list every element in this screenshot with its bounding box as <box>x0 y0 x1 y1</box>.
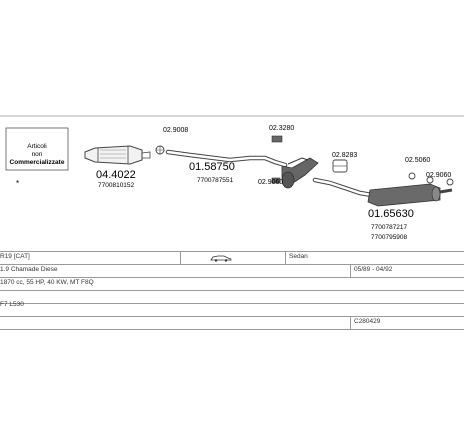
part-code-label: 02.8283 <box>332 152 357 159</box>
part-code-label: 02.9060 <box>426 172 451 179</box>
part-code-label: 02.9060 <box>258 179 283 186</box>
note-line-1: Articoli <box>27 143 47 150</box>
part-ref-label: 7700787551 <box>197 177 234 184</box>
table-rule <box>0 264 464 265</box>
vehicle-dates: 05/89 - 04/92 <box>354 266 393 273</box>
table-divider <box>180 251 181 264</box>
vehicle-engine: 1.9 Chamade Diese <box>0 266 58 273</box>
table-rule <box>0 316 464 317</box>
rear-pipe-part[interactable] <box>312 177 375 198</box>
table-rule <box>0 290 464 291</box>
vehicle-model: R19 [CAT] <box>0 253 30 260</box>
part-code-label: 02.3280 <box>269 125 294 132</box>
clamp-part[interactable] <box>155 145 165 155</box>
catalog-number: C280429 <box>354 318 381 325</box>
middle-pipe-part[interactable] <box>165 149 288 168</box>
part-code-label: 01.58750 <box>189 161 235 173</box>
part-code-label: 02.5060 <box>405 157 430 164</box>
rear-hanger-part[interactable] <box>408 172 454 186</box>
table-divider <box>350 316 351 329</box>
engine-code: F7 L530 <box>0 301 24 308</box>
part-code-label: 02.9008 <box>163 127 188 134</box>
table-rule <box>0 277 464 278</box>
note-line-2: non <box>32 151 43 158</box>
part-ref-label: 7700795908 <box>371 234 408 241</box>
non-commercialized-note: Articoli non Commercializzate * <box>5 127 69 188</box>
note-line-3: Commercializzate <box>10 159 65 166</box>
middle-silencer-part[interactable] <box>281 157 319 189</box>
catalytic-converter-part[interactable] <box>84 145 151 165</box>
vehicle-body: Sedan <box>289 253 308 260</box>
sedan-car-icon <box>210 255 232 262</box>
part-ref-label: 7700787217 <box>371 224 408 231</box>
table-divider <box>285 251 286 264</box>
rear-silencer-part[interactable] <box>367 183 453 207</box>
part-ref-label: 7700810152 <box>98 182 135 189</box>
table-rule <box>0 329 464 330</box>
table-rule <box>0 251 464 252</box>
rubber-mount-part[interactable] <box>271 135 283 184</box>
table-rule <box>0 303 464 304</box>
table-divider <box>350 264 351 277</box>
part-code-label: 01.65630 <box>368 208 414 220</box>
note-asterisk: * <box>16 179 19 188</box>
vehicle-spec: 1870 cc, 55 HP, 40 KW, MT F8Q <box>0 279 94 286</box>
gasket-part[interactable] <box>332 159 348 173</box>
part-code-label: 04.4022 <box>96 169 136 181</box>
